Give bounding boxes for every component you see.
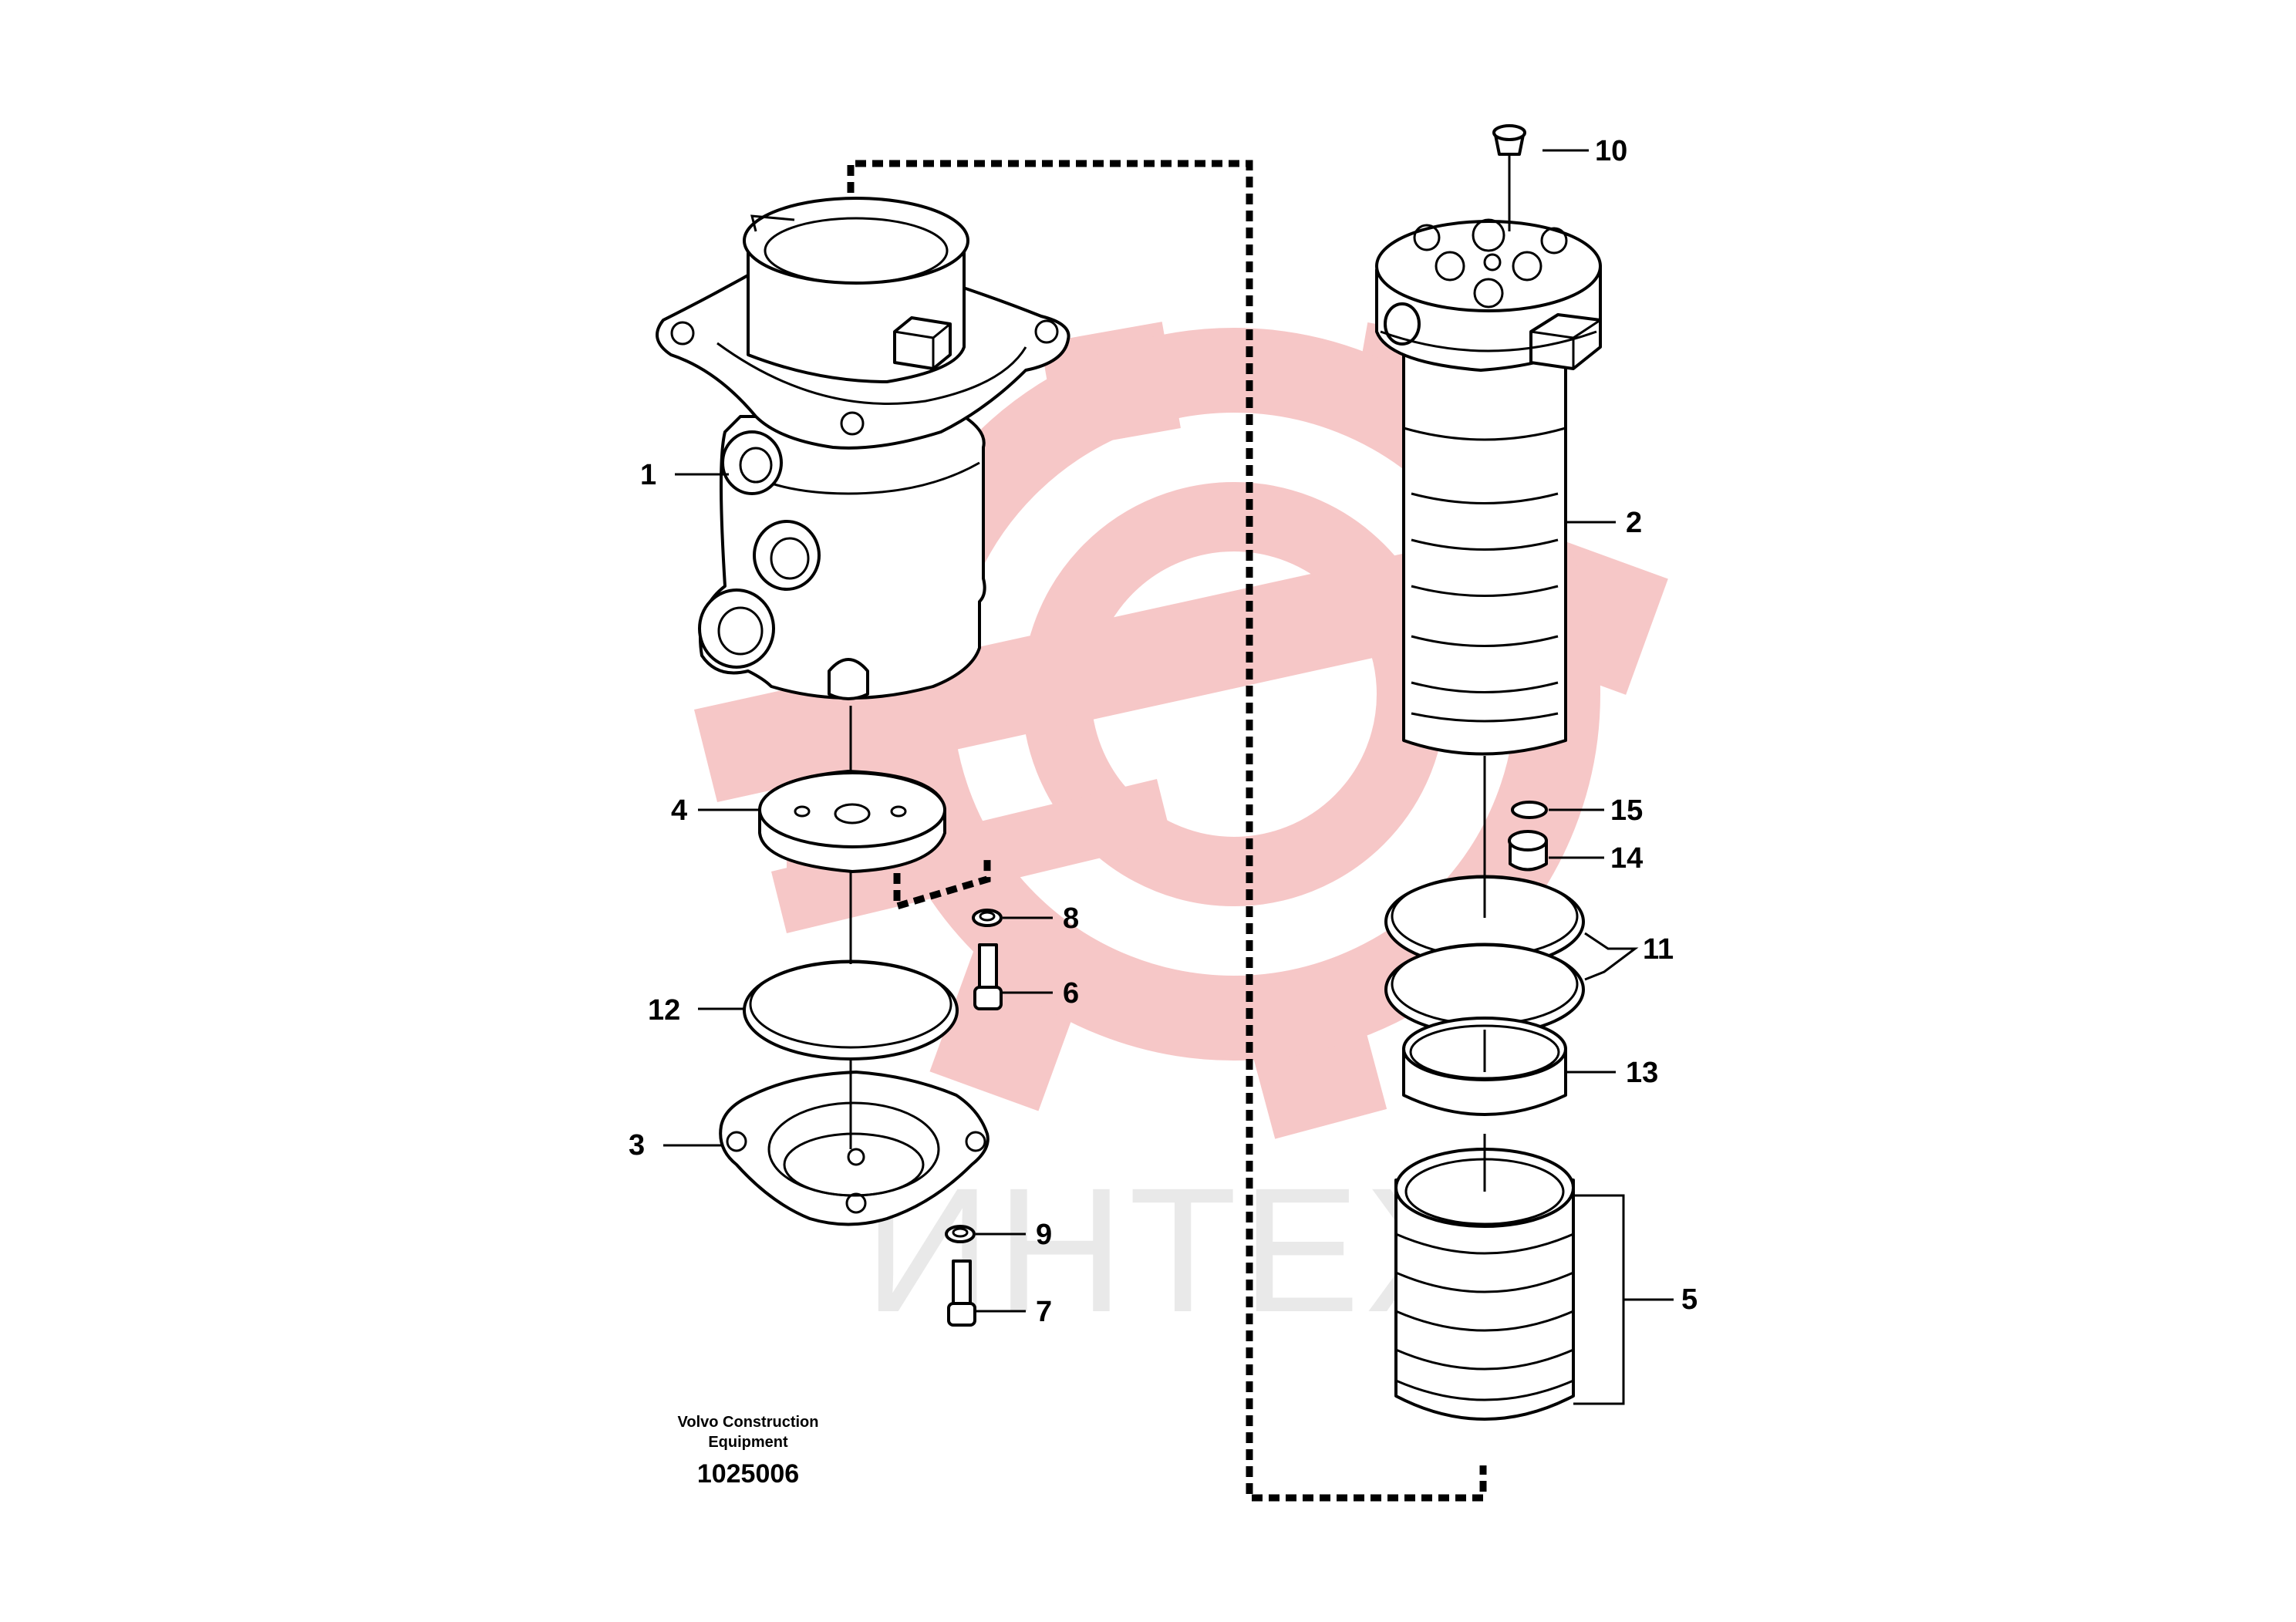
callout-12: 12 bbox=[648, 994, 680, 1027]
callout-3: 3 bbox=[629, 1129, 645, 1162]
part-plug-14 bbox=[1508, 830, 1548, 872]
callout-1: 1 bbox=[640, 459, 656, 491]
leader-lines bbox=[663, 149, 1674, 1405]
callout-14: 14 bbox=[1610, 842, 1643, 875]
dashed-connector-main bbox=[847, 160, 1487, 1502]
callout-5: 5 bbox=[1681, 1283, 1698, 1316]
brand-line-2: Equipment bbox=[708, 1434, 788, 1451]
part-spool bbox=[1375, 218, 1602, 756]
part-screw-6 bbox=[973, 943, 1003, 1010]
callout-6: 6 bbox=[1063, 977, 1079, 1010]
part-plate bbox=[758, 770, 946, 873]
callout-10: 10 bbox=[1595, 135, 1627, 167]
brand-line-1: Volvo Construction bbox=[678, 1414, 819, 1431]
callout-11: 11 bbox=[1643, 933, 1674, 966]
part-screw-7 bbox=[947, 1259, 976, 1327]
assembly-axis-lines bbox=[849, 154, 1511, 1192]
dashed-connector-cover bbox=[893, 860, 991, 912]
callout-13: 13 bbox=[1626, 1057, 1658, 1089]
part-oring-15 bbox=[1511, 801, 1548, 819]
part-housing bbox=[656, 197, 1070, 700]
callout-15: 15 bbox=[1610, 794, 1643, 827]
part-cover bbox=[719, 1071, 990, 1226]
callout-9: 9 bbox=[1036, 1219, 1052, 1251]
part-washer-8 bbox=[972, 909, 1003, 927]
part-plug-10 bbox=[1492, 124, 1526, 156]
callout-7: 7 bbox=[1036, 1296, 1052, 1328]
part-seal-rings-11 bbox=[1384, 875, 1585, 1036]
document-number: 1025006 bbox=[697, 1459, 799, 1489]
callout-4: 4 bbox=[671, 794, 687, 827]
callout-8: 8 bbox=[1063, 902, 1079, 935]
part-washer-9 bbox=[945, 1225, 976, 1243]
callout-2: 2 bbox=[1626, 507, 1642, 539]
